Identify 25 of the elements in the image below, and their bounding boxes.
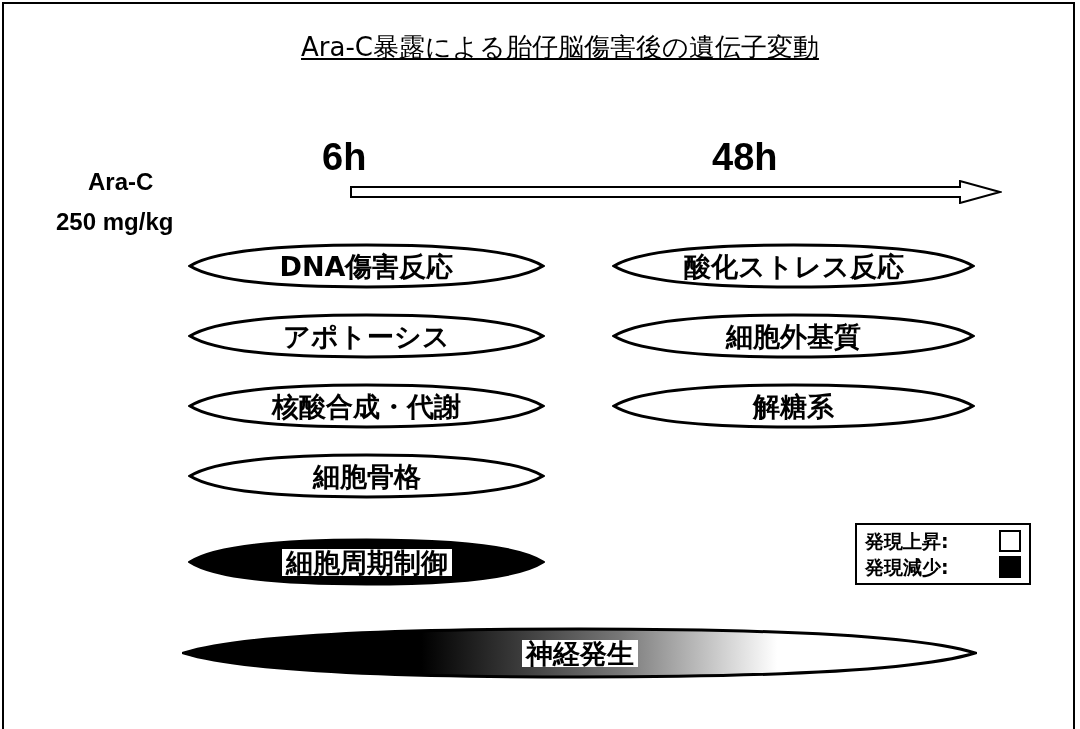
- node-label: DNA傷害反応: [279, 252, 454, 280]
- node-label: 神経発生: [521, 639, 638, 667]
- node-label: アポトーシス: [283, 322, 450, 350]
- time-label: 6h: [322, 138, 367, 176]
- ellipse-node: [182, 627, 977, 679]
- node-label: 細胞外基質: [726, 322, 861, 350]
- ellipse-node: [188, 453, 545, 499]
- node-label: 細胞骨格: [312, 462, 421, 490]
- dose-label: Ara-C: [88, 167, 154, 197]
- legend-label: 発現減少:: [865, 557, 949, 577]
- node-label: 酸化ストレス反応: [683, 252, 904, 280]
- node-label: 細胞周期制御: [281, 548, 452, 576]
- node-label: 核酸合成・代謝: [272, 392, 461, 420]
- ellipse-node: [188, 313, 545, 359]
- title: Ara-C暴露による胎仔脳傷害後の遺伝子変動: [300, 31, 820, 64]
- ellipse-node: [188, 383, 545, 429]
- ellipse-node: [188, 538, 545, 586]
- ellipse-node: [612, 243, 975, 289]
- dose-label: 250 mg/kg: [56, 207, 174, 237]
- ellipse-node: [612, 313, 975, 359]
- ellipse-node: [188, 243, 545, 289]
- time-label: 48h: [712, 138, 778, 176]
- node-label: 解糖系: [753, 392, 834, 420]
- ellipse-node: [612, 383, 975, 429]
- legend-label: 発現上昇:: [865, 531, 949, 551]
